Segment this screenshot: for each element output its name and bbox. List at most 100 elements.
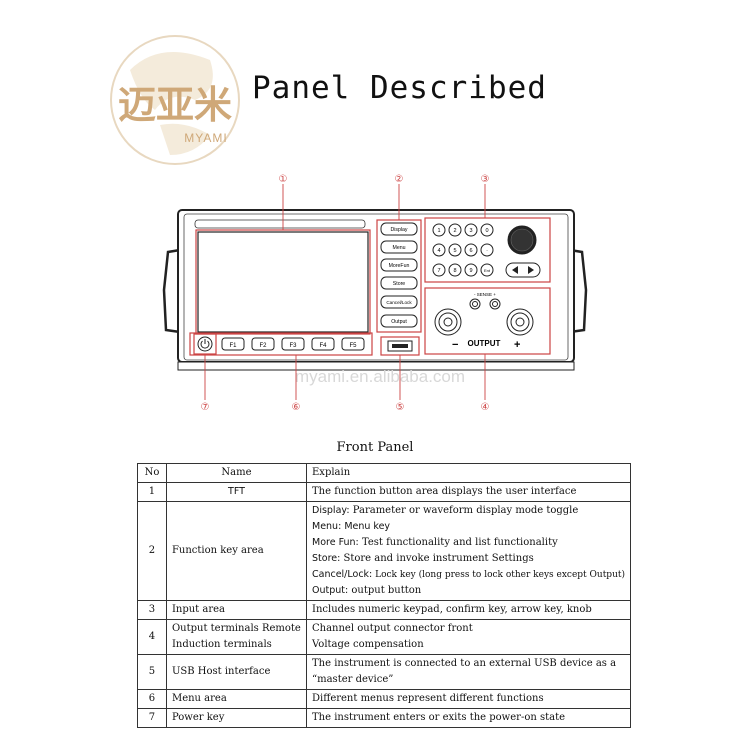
softkey-f5: F5 (349, 343, 357, 349)
table-row: 5 USB Host interface The instrument is c… (137, 654, 631, 690)
key-output: Output (391, 319, 407, 325)
row-name: Input area (165, 600, 308, 620)
panel-spec-table: No Name Explain 1 TFT The function butto… (137, 463, 631, 728)
numeric-keypad: 1 2 3 0 4 5 6 · 7 8 9 Ent (432, 223, 494, 277)
key-cancel-lock: Cancel/Lock (386, 300, 412, 305)
explain-line: Store: Store and invoke instrument Setti… (312, 551, 625, 567)
row-no: 1 (137, 482, 167, 502)
explain-line: The instrument is connected to an extern… (312, 658, 617, 669)
key-6: 6 (469, 248, 472, 254)
key-0: 0 (485, 228, 488, 234)
explain-key: Cancel/Lock: (312, 569, 373, 580)
explain-text: Test functionality and list functionalit… (358, 537, 558, 548)
callout-1: ① (279, 174, 288, 185)
name-line: Output terminals Remote (171, 623, 301, 634)
key-7: 7 (437, 268, 440, 274)
tft-screen (197, 231, 369, 333)
key-1: 1 (437, 228, 440, 234)
explain-line: The instrument enters or exits the power… (312, 712, 566, 723)
name-line: Induction terminals (171, 639, 272, 650)
logo-cn-text: 迈亚米 (118, 83, 232, 127)
explain-line: Display: Parameter or waveform display m… (312, 503, 625, 519)
explain-line: Menu: Menu key (312, 519, 625, 535)
table-row: 1 TFT The function button area displays … (137, 482, 631, 502)
key-3: 3 (469, 228, 472, 234)
explain-text: Store and invoke instrument Settings (340, 553, 534, 564)
table-row: 7 Power key The instrument enters or exi… (137, 708, 631, 728)
explain-key: More Fun: (312, 537, 359, 548)
row-no: 6 (137, 689, 167, 709)
watermark: myami.en.alibaba.com (295, 367, 465, 386)
key-5: 5 (453, 248, 456, 254)
explain-key: Menu: (312, 521, 342, 532)
explain-line: Different menus represent different func… (312, 693, 544, 704)
key-morefun: MoreFun (389, 263, 410, 269)
softkeys: F1 F2 F3 F4 F5 (221, 337, 365, 351)
key-menu: Menu (393, 245, 406, 251)
arrow-keys-icon (505, 262, 541, 278)
header-explain: Explain (306, 463, 631, 483)
minus-sign: − (452, 339, 458, 351)
explain-text: Lock key (long press to lock other keys … (372, 570, 625, 580)
brand-logo: 迈亚米 MYAMI (110, 35, 240, 165)
row-no: 3 (137, 600, 167, 620)
row-explain: The instrument enters or exits the power… (306, 708, 631, 728)
output-terminal-plus (506, 308, 534, 336)
row-no: 5 (137, 654, 167, 690)
output-terminal-minus (434, 308, 462, 336)
key-4: 4 (437, 248, 440, 254)
row-explain: Includes numeric keypad, confirm key, ar… (306, 600, 631, 620)
explain-text: output button (348, 585, 422, 596)
row-explain: Display: Parameter or waveform display m… (306, 501, 631, 601)
logo-en-text: MYAMI (184, 131, 227, 145)
explain-line: Output: output button (312, 583, 625, 599)
explain-line: Cancel/Lock: Lock key (long press to loc… (312, 567, 625, 583)
explain-line: Includes numeric keypad, confirm key, ar… (312, 604, 592, 615)
explain-text: Menu key (341, 521, 391, 532)
page-title: Panel Described (252, 70, 547, 106)
key-9: 9 (469, 268, 472, 274)
table-header-row: No Name Explain (137, 463, 631, 483)
explain-line: More Fun: Test functionality and list fu… (312, 535, 625, 551)
row-name: USB Host interface (165, 654, 308, 690)
callout-4: ④ (481, 402, 490, 413)
callout-7: ⑦ (201, 402, 210, 413)
callout-3: ③ (481, 174, 490, 185)
explain-key: Store: (312, 553, 341, 564)
figure-caption: Front Panel (336, 440, 414, 455)
plus-sign: + (514, 339, 520, 351)
row-no: 7 (137, 708, 167, 728)
key-2: 2 (453, 228, 456, 234)
explain-key: Display: (312, 505, 350, 516)
explain-text: Parameter or waveform display mode toggl… (349, 505, 579, 516)
explain-line: “master device” (312, 674, 394, 685)
row-name: Power key (165, 708, 308, 728)
softkey-f1: F1 (229, 343, 237, 349)
row-name: Menu area (165, 689, 308, 709)
table-row: 6 Menu area Different menus represent di… (137, 689, 631, 709)
row-no: 4 (137, 619, 167, 655)
softkey-f4: F4 (319, 343, 327, 349)
row-explain: The function button area displays the us… (306, 482, 631, 502)
softkey-f2: F2 (259, 343, 267, 349)
row-name: Function key area (165, 501, 308, 601)
row-name: TFT (165, 482, 308, 502)
row-no: 2 (137, 501, 167, 601)
key-display: Display (390, 227, 407, 233)
key-store: Store (393, 281, 406, 287)
output-label: OUTPUT (468, 339, 501, 348)
table-row: 2 Function key area Display: Parameter o… (137, 501, 631, 601)
row-explain: Different menus represent different func… (306, 689, 631, 709)
header-no: No (137, 463, 167, 483)
key-dot: · (486, 248, 488, 254)
row-explain: The instrument is connected to an extern… (306, 654, 631, 690)
front-panel-diagram: F1 F2 F3 F4 F5 Display Menu MoreFun Stor… (162, 174, 588, 413)
explain-line: The function button area displays the us… (312, 486, 577, 497)
softkey-f3: F3 (289, 343, 297, 349)
explain-line: Channel output connector front (312, 623, 473, 634)
callout-2: ② (395, 174, 404, 185)
callout-6: ⑥ (292, 402, 301, 413)
explain-key: Output: (312, 585, 349, 596)
